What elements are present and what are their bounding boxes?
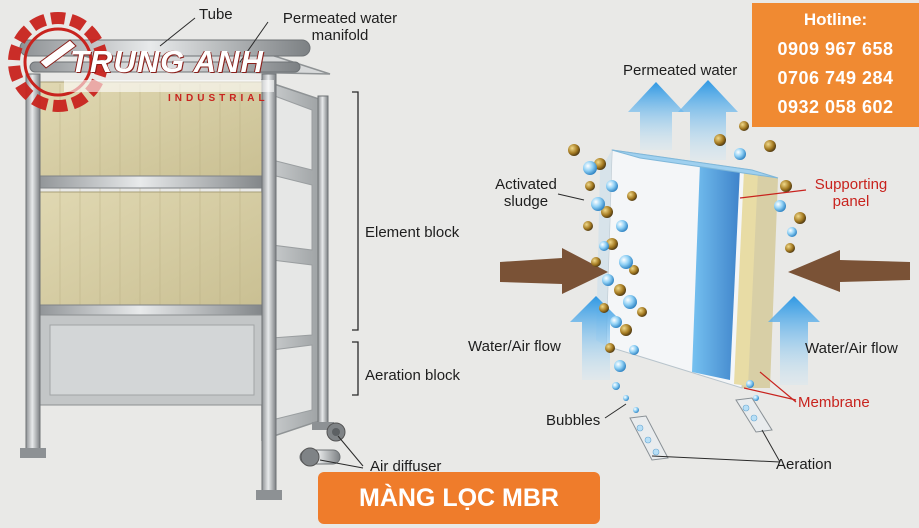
- hotline-phone-1[interactable]: 0909 967 658: [777, 39, 894, 59]
- label-water-air-flow-right: Water/Air flow: [805, 340, 898, 357]
- label-bubbles: Bubbles: [546, 412, 601, 429]
- hotline-box: Hotline: 0909 967 658 0706 749 284 0932 …: [752, 3, 919, 127]
- label-water-air-flow-left: Water/Air flow: [468, 338, 561, 355]
- label-element-block: Element block: [365, 224, 460, 241]
- product-banner: MÀNG LỌC MBR: [318, 472, 600, 524]
- hotline-phone-3[interactable]: 0932 058 602: [777, 97, 894, 117]
- mbr-module-illustration: [19, 39, 346, 500]
- label-permeated-water: Permeated water: [623, 62, 738, 79]
- logo-mark: [8, 12, 274, 112]
- block-brackets: [352, 91, 359, 396]
- label-permeated-manifold: Permeated water manifold: [282, 10, 398, 45]
- label-supporting-panel: Supporting panel: [814, 176, 888, 211]
- membrane-closeup-illustration: [500, 80, 910, 461]
- closeup-red-leaders: [739, 189, 807, 403]
- label-activated-sludge: Activated sludge: [495, 176, 557, 211]
- label-membrane: Membrane: [798, 394, 870, 411]
- hotline-phone-2[interactable]: 0706 749 284: [777, 68, 894, 88]
- logo-name: TRUNG ANH: [70, 44, 264, 79]
- closeup-leader-lines: [557, 193, 781, 463]
- logo-tagline: INDUSTRIAL: [168, 93, 269, 104]
- label-air-diffuser: Air diffuser: [370, 458, 442, 475]
- module-leader-lines: [159, 17, 364, 469]
- hotline-title: Hotline:: [803, 10, 868, 29]
- label-tube: Tube: [199, 6, 233, 23]
- label-aeration-block: Aeration block: [365, 367, 461, 384]
- label-aeration: Aeration: [776, 456, 832, 473]
